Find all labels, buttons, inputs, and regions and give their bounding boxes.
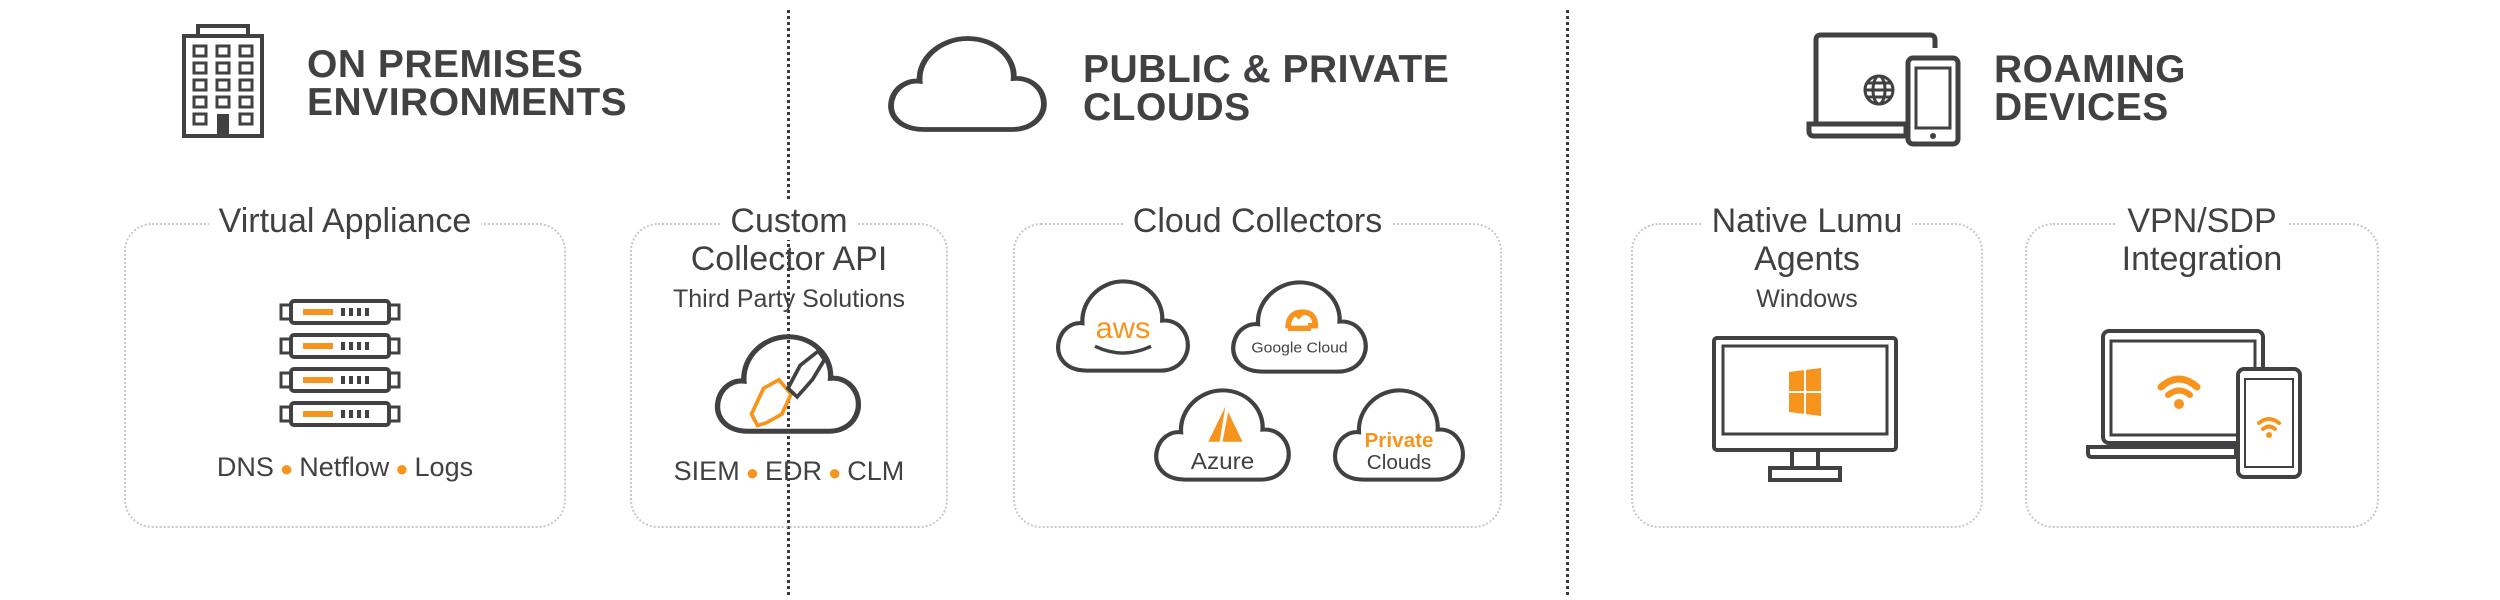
title-line: ENVIRONMENTS bbox=[307, 81, 628, 124]
azure-cloud-logo: Azure bbox=[1151, 385, 1294, 485]
bullet-icon: ● bbox=[745, 460, 759, 485]
item-siem: SIEM bbox=[673, 456, 740, 486]
laptop-phone-wifi-icon bbox=[2086, 329, 2302, 479]
bullet-icon: ● bbox=[395, 456, 409, 481]
private-clouds-logo: Private Clouds bbox=[1330, 385, 1468, 485]
private-label: Private bbox=[1365, 429, 1434, 452]
card-title-text: Cloud Collectors bbox=[1122, 202, 1393, 240]
clouds-label: Clouds bbox=[1367, 451, 1431, 474]
title-line: ROAMING bbox=[1994, 48, 2186, 91]
google-cloud-logo: Google Cloud bbox=[1228, 277, 1371, 377]
section-title-clouds: PUBLIC & PRIVATE CLOUDS bbox=[1083, 48, 1450, 129]
windows-monitor-icon bbox=[1712, 336, 1898, 482]
card-title-text: VPN/SDP bbox=[2117, 202, 2287, 240]
title-line: PUBLIC & PRIVATE bbox=[1083, 48, 1450, 91]
laptop-tablet-icon bbox=[1806, 32, 1961, 147]
aws-cloud-logo: aws bbox=[1053, 276, 1193, 376]
card-title-text: Integration bbox=[2121, 240, 2283, 278]
title-line: DEVICES bbox=[1994, 86, 2169, 129]
card-subtitle: Windows bbox=[1756, 285, 1858, 313]
bullet-icon: ● bbox=[828, 460, 842, 485]
virtual-appliance-title: Virtual Appliance bbox=[124, 202, 566, 240]
item-clm: CLM bbox=[847, 456, 905, 486]
cloud-plug-icon bbox=[712, 331, 864, 437]
card-title-text: Agents bbox=[1754, 240, 1860, 278]
card-subtitle: Third Party Solutions bbox=[672, 285, 906, 313]
google-cloud-label: Google Cloud bbox=[1251, 340, 1347, 357]
section-divider bbox=[1566, 10, 1569, 595]
title-line: CLOUDS bbox=[1083, 86, 1251, 129]
cloud-collectors-title: Cloud Collectors bbox=[1013, 202, 1502, 240]
item-edr: EDR bbox=[764, 456, 822, 486]
card-title-text: Collector API bbox=[690, 240, 888, 278]
building-icon bbox=[182, 24, 264, 138]
source-netflow: Netflow bbox=[299, 452, 390, 482]
vpn-sdp-title: VPN/SDP Integration bbox=[2025, 202, 2379, 278]
card-title-text: Virtual Appliance bbox=[208, 202, 482, 240]
card-title-text: Custom bbox=[720, 202, 858, 240]
native-agents-title: Native Lumu Agents bbox=[1631, 202, 1983, 278]
integrations-list: SIEM●EDR●CLM bbox=[630, 456, 948, 487]
bullet-icon: ● bbox=[279, 456, 294, 481]
section-title-roaming: ROAMING DEVICES bbox=[1994, 48, 2186, 129]
aws-label: aws bbox=[1096, 313, 1151, 345]
data-sources-list: DNS●Netflow●Logs bbox=[124, 452, 566, 483]
cloud-icon bbox=[885, 33, 1050, 135]
source-dns: DNS bbox=[216, 452, 274, 482]
azure-label: Azure bbox=[1191, 449, 1254, 474]
section-divider bbox=[787, 10, 790, 595]
source-logs: Logs bbox=[414, 452, 474, 482]
section-title-on-premises: ON PREMISES ENVIRONMENTS bbox=[307, 43, 628, 124]
title-line: ON PREMISES bbox=[307, 43, 584, 86]
custom-collector-title: Custom Collector API bbox=[630, 202, 948, 278]
card-title-text: Native Lumu bbox=[1701, 202, 1913, 240]
server-rack-icon bbox=[279, 299, 401, 427]
